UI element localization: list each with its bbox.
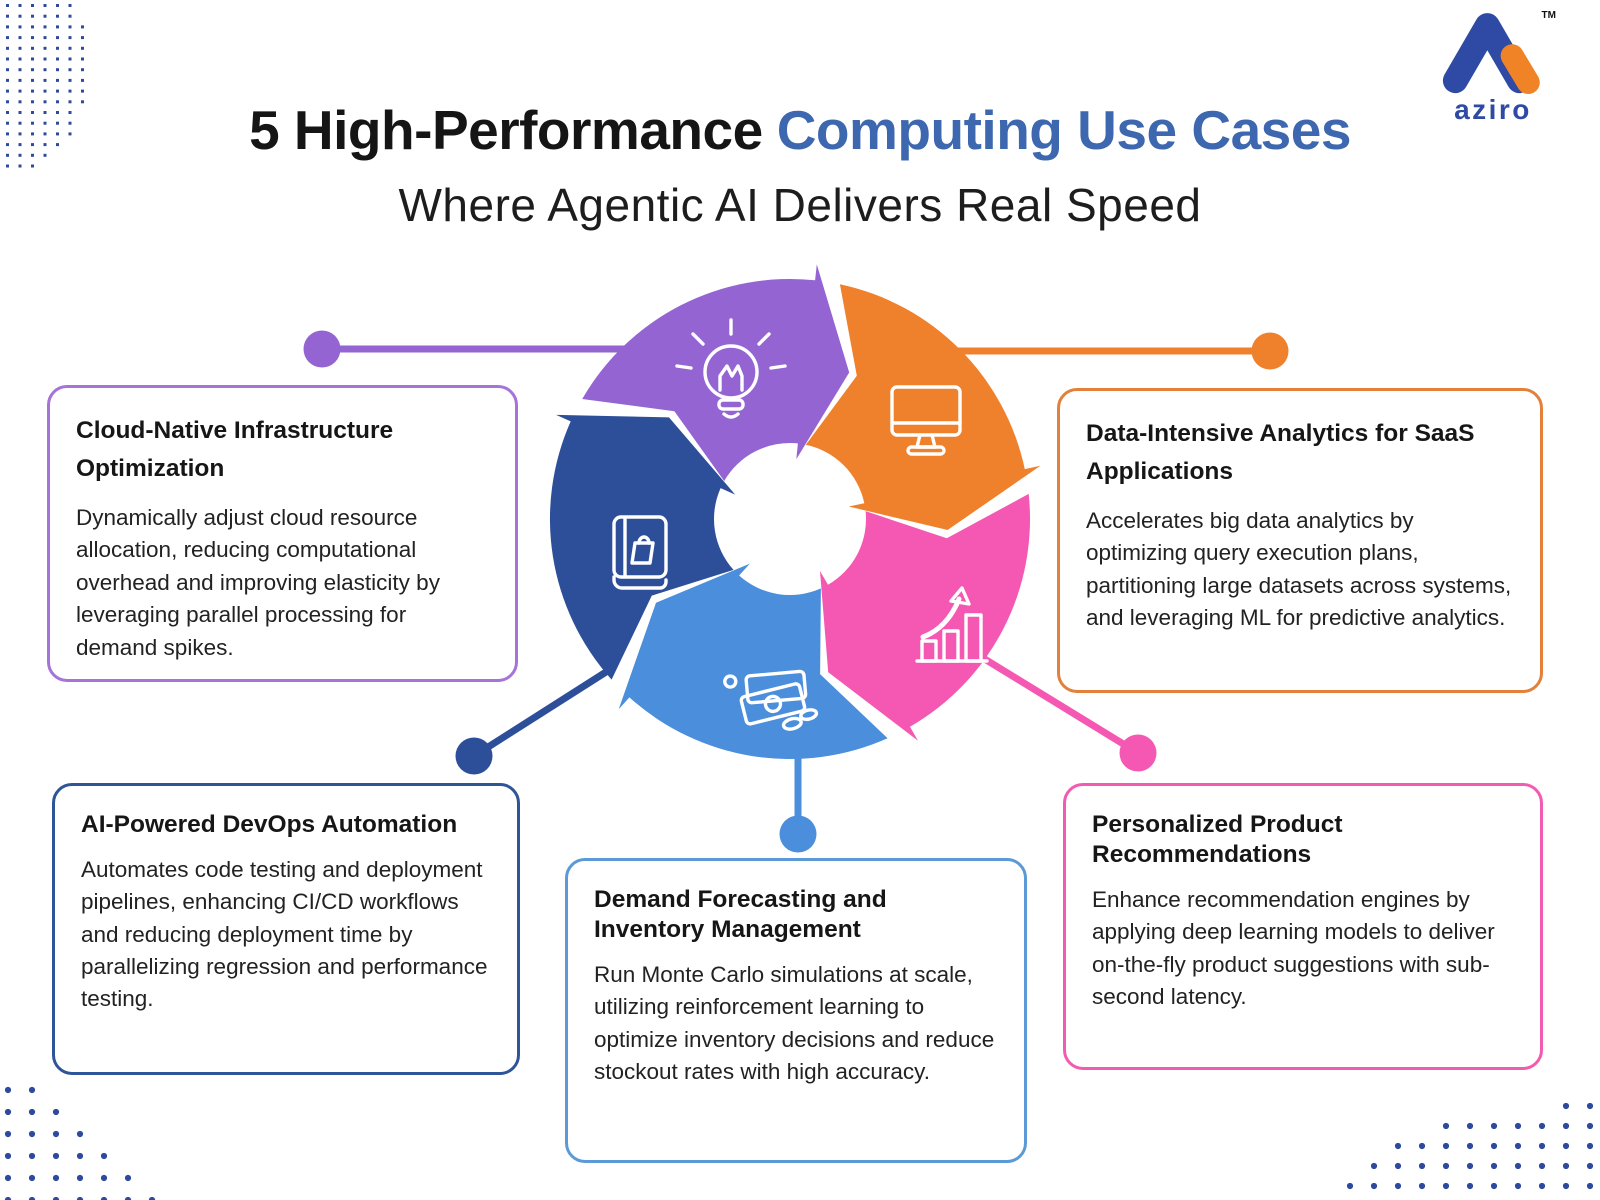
connector-devops [472, 669, 608, 759]
logo-mark-orange [1500, 44, 1540, 94]
corner-dots-bottom-left [4, 1086, 156, 1200]
wheel-segment-finance [618, 563, 888, 760]
card-devops: AI-Powered DevOps Automation Automates c… [52, 783, 520, 1075]
connector-forecasting-dot [779, 815, 817, 853]
card-title-data-analytics: Data-Intensive Analytics for SaaS Applic… [1086, 420, 1475, 485]
card-title-forecasting: Demand Forecasting and Inventory Managem… [594, 886, 887, 943]
connector-devops-dot [455, 737, 493, 775]
wheel-segment-idea [582, 264, 850, 481]
lightbulb-icon [675, 318, 787, 419]
wheel-segment-commerce [549, 414, 736, 680]
connector-data-analytics-dot [1251, 332, 1289, 370]
book-icon [612, 515, 668, 590]
card-body-forecasting: Run Monte Carlo simulations at scale, ut… [594, 961, 995, 1084]
page-subtitle: Where Agentic AI Delivers Real Speed [398, 179, 1202, 231]
brand-name: aziro [1454, 94, 1532, 125]
connector-recommendations [968, 647, 1140, 756]
card-body-recommendations: Enhance recommendation engines by applyi… [1092, 886, 1495, 1009]
logo-mark [1442, 13, 1540, 94]
card-forecasting: Demand Forecasting and Inventory Managem… [565, 858, 1027, 1163]
connector-cloud-native-dot [303, 330, 341, 368]
brand-logo: TM aziro [1434, 8, 1556, 126]
card-title-devops: AI-Powered DevOps Automation [81, 811, 458, 838]
card-body-cloud-native: Dynamically adjust cloud resource alloca… [76, 504, 440, 660]
money-icon [723, 669, 819, 731]
card-recommendations: Personalized Product Recommendations Enh… [1063, 783, 1543, 1070]
corner-dots-top-left [6, 4, 84, 168]
connector-recommendations-dot [1119, 734, 1157, 772]
card-body-data-analytics: Accelerates big data analytics by optimi… [1086, 507, 1512, 631]
card-title-cloud-native: Cloud-Native Infrastructure Optimization [76, 417, 394, 482]
title-part-black: 5 High-Performance [249, 99, 763, 161]
card-cloud-native: Cloud-Native Infrastructure Optimization… [47, 385, 518, 682]
wheel-segment-growth [820, 493, 1031, 741]
card-body-devops: Automates code testing and deployment pi… [81, 856, 488, 1012]
trademark-symbol: TM [1541, 10, 1556, 21]
wheel-segment-workstation [805, 284, 1041, 530]
monitor-icon [890, 385, 962, 456]
card-title-recommendations: Personalized Product Recommendations [1092, 811, 1343, 868]
card-data-analytics: Data-Intensive Analytics for SaaS Applic… [1057, 388, 1543, 693]
cycle-wheel [549, 264, 1041, 760]
title-part-blue: Computing Use Cases [776, 99, 1352, 161]
corner-dots-bottom-right [1346, 1102, 1594, 1190]
growth-chart-icon [915, 586, 989, 663]
